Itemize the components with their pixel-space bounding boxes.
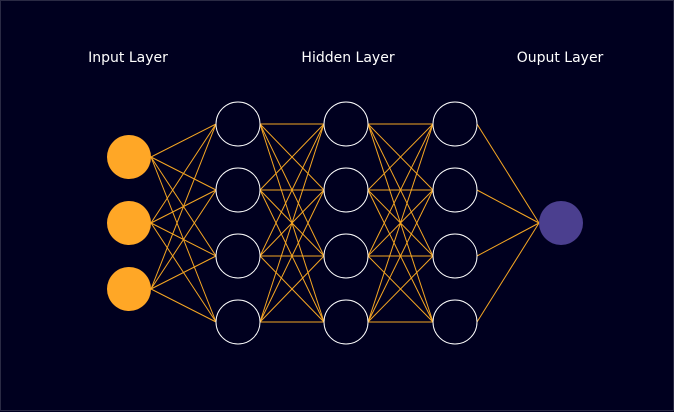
edge-hidden-1-1-to-hidden-2-0	[259, 123, 325, 191]
edge-input-2-to-hidden-1-2	[150, 255, 217, 290]
edge-hidden-2-3-to-hidden-3-2	[367, 255, 434, 323]
input-node-3	[107, 267, 151, 311]
edge-hidden-1-3-to-hidden-2-1	[259, 189, 325, 323]
hidden-3-node-3	[432, 233, 478, 279]
input-layer-label: Input Layer	[88, 50, 168, 66]
edge-hidden-3-1-to-output-0	[476, 189, 540, 224]
hidden-3-node-1	[432, 101, 478, 147]
hidden-2-node-1	[323, 101, 369, 147]
input-node-1	[107, 135, 151, 179]
hidden-1-node-1	[215, 101, 261, 147]
edge-input-2-to-hidden-1-3	[150, 288, 217, 323]
edge-hidden-1-2-to-hidden-2-0	[259, 123, 325, 257]
hidden-1-node-3	[215, 233, 261, 279]
output-layer-label: Ouput Layer	[516, 50, 604, 66]
hidden-3-node-4	[432, 299, 478, 345]
output-node-1	[539, 201, 583, 245]
edge-hidden-3-3-to-output-0	[476, 222, 540, 323]
hidden-1-node-4	[215, 299, 261, 345]
hidden-2-node-3	[323, 233, 369, 279]
edge-hidden-2-3-to-hidden-3-1	[367, 189, 434, 323]
edge-input-2-to-hidden-1-1	[150, 189, 217, 290]
edge-hidden-2-3-to-hidden-3-0	[367, 123, 434, 323]
hidden-2-node-4	[323, 299, 369, 345]
edge-input-0-to-hidden-1-0	[150, 123, 217, 158]
edge-hidden-3-0-to-output-0	[476, 123, 540, 224]
edge-hidden-3-2-to-output-0	[476, 222, 540, 257]
hidden-layer-label: Hidden Layer	[301, 50, 395, 66]
hidden-2-node-2	[323, 167, 369, 213]
edges	[150, 123, 540, 323]
edge-input-1-to-hidden-1-0	[150, 123, 217, 224]
edge-hidden-2-2-to-hidden-3-0	[367, 123, 434, 257]
edge-hidden-1-3-to-hidden-2-0	[259, 123, 325, 323]
nodes	[107, 101, 583, 345]
edge-input-2-to-hidden-1-0	[150, 123, 217, 290]
input-node-2	[107, 201, 151, 245]
edge-hidden-1-3-to-hidden-2-2	[259, 255, 325, 323]
edge-hidden-2-1-to-hidden-3-0	[367, 123, 434, 191]
hidden-1-node-2	[215, 167, 261, 213]
hidden-3-node-2	[432, 167, 478, 213]
